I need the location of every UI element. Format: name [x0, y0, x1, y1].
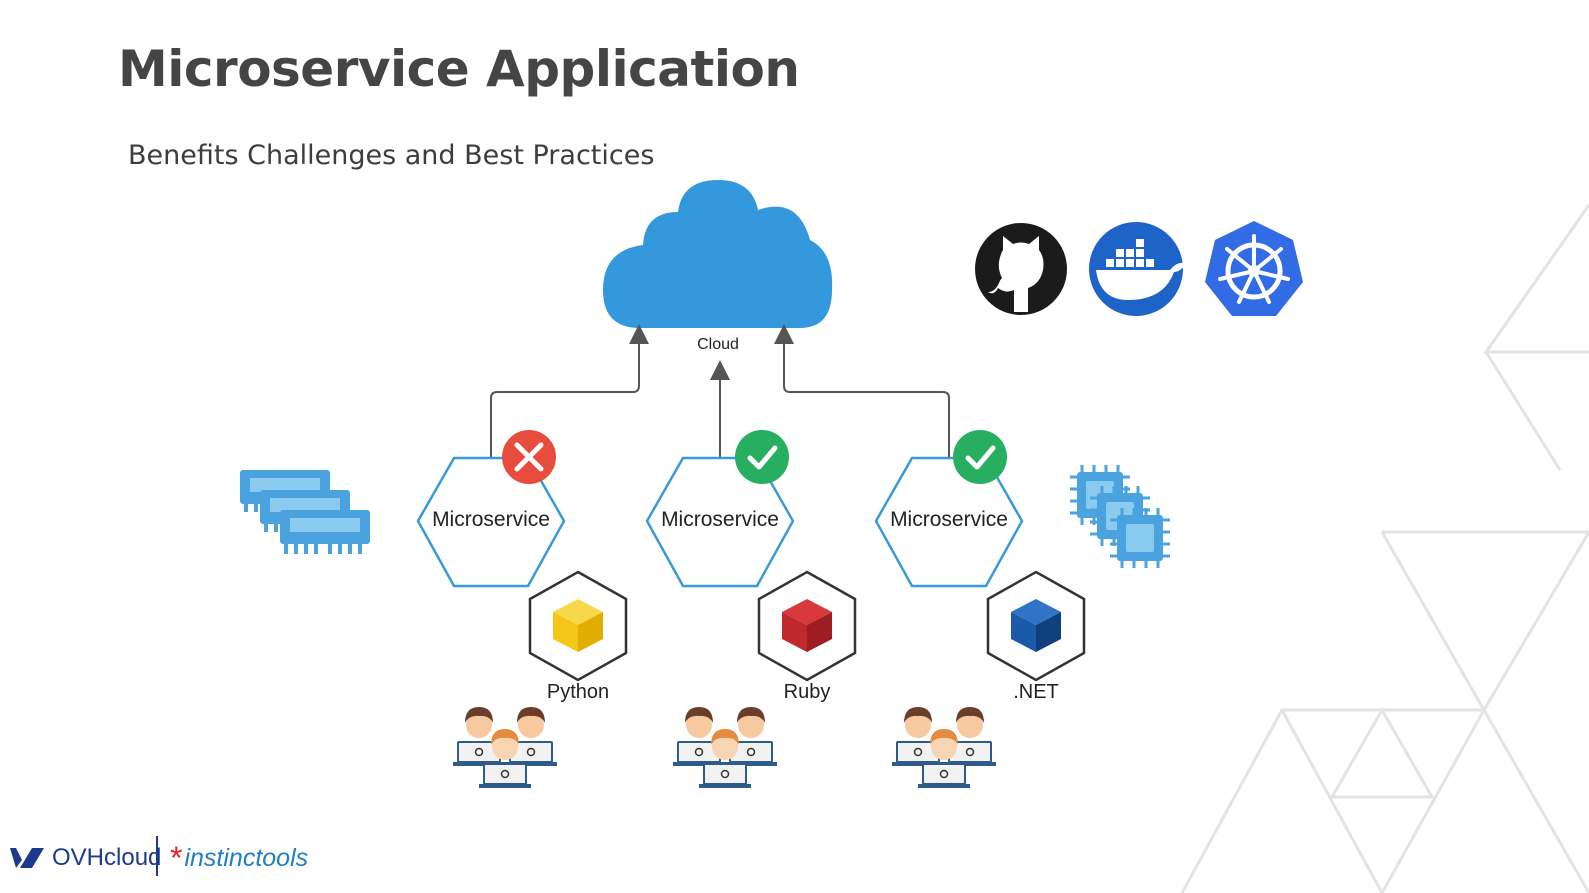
background-triangles [1180, 204, 1589, 893]
cloud-label: Cloud [697, 336, 739, 353]
check-status-icon [735, 430, 789, 484]
python-package-icon [528, 570, 628, 682]
slide-title: Microservice Application [118, 40, 800, 98]
instinctools-label: instinctools [184, 843, 309, 872]
microservice-label: Microservice [661, 508, 779, 531]
connector-arrows [490, 324, 950, 458]
language-label-ruby: Ruby [784, 681, 831, 703]
footer-divider [156, 836, 158, 876]
kubernetes-icon [1205, 221, 1303, 316]
developer-team-icon [453, 707, 557, 788]
microservice-node-dotnet: Microservice [874, 430, 1024, 588]
error-status-icon [502, 430, 556, 484]
cpu-chips-icon [1070, 465, 1170, 568]
ovhcloud-label: OVHcloud [52, 844, 162, 871]
check-status-icon [953, 430, 1007, 484]
ovhcloud-logo: OVHcloud [8, 838, 161, 878]
docker-icon [1089, 222, 1186, 316]
microservice-label: Microservice [890, 508, 1008, 531]
github-icon [975, 223, 1067, 315]
language-label-dotnet: .NET [1013, 681, 1059, 703]
developer-team-icon [892, 707, 996, 788]
microservice-node-ruby: Microservice [645, 430, 795, 588]
slide-subtitle: Benefits Challenges and Best Practices [128, 140, 655, 171]
asterisk-icon: * [170, 839, 183, 876]
microservice-node-python: Microservice [416, 430, 566, 588]
instinctools-logo: * instinctools [170, 838, 308, 878]
ovhcloud-mark-icon [10, 848, 44, 868]
memory-modules-icon [240, 470, 370, 554]
developer-team-icon [673, 707, 777, 788]
language-label-python: Python [547, 681, 609, 703]
cloud-icon [603, 180, 833, 328]
ruby-package-icon [757, 570, 857, 682]
dotnet-package-icon [986, 570, 1086, 682]
microservice-label: Microservice [432, 508, 550, 531]
